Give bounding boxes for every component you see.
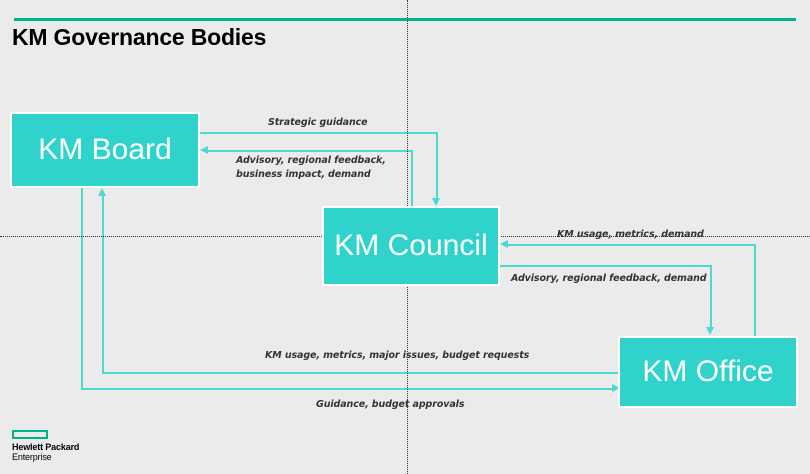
hpe-logo-mark-icon: [12, 430, 48, 439]
edge-label-office-to-board: KM usage, metrics, major issues, budget …: [265, 350, 530, 361]
node-km-office-label: KM Office: [642, 355, 774, 388]
node-km-board[interactable]: KM Board: [10, 112, 200, 188]
edge-council-to-board-arrowhead: [200, 146, 208, 154]
title-rule: [14, 18, 796, 21]
edge-label-council-to-office: Advisory, regional feedback, demand: [511, 273, 707, 284]
node-km-board-label: KM Board: [38, 133, 172, 166]
edge-board-to-office-v: [81, 188, 83, 390]
node-km-council[interactable]: KM Council: [322, 206, 500, 286]
edge-office-to-council-arrowhead: [500, 240, 508, 248]
edge-council-to-office-h: [500, 265, 712, 267]
edge-office-to-council-v: [754, 244, 756, 338]
node-km-council-label: KM Council: [334, 229, 488, 262]
edge-board-to-council-arrowhead: [432, 198, 440, 206]
edge-council-to-office-v: [710, 265, 712, 329]
page-title: KM Governance Bodies: [12, 24, 267, 50]
edge-council-to-office-arrowhead: [706, 327, 714, 335]
node-km-office[interactable]: KM Office: [618, 336, 798, 408]
hpe-logo-line2: Enterprise: [12, 452, 52, 462]
edge-label-office-to-council: KM usage, metrics, demand: [557, 229, 704, 240]
edge-council-to-board-h: [206, 150, 412, 152]
edge-label-council-to-board-line2: business impact, demand: [236, 169, 371, 180]
edge-office-to-board-h: [102, 372, 620, 374]
edge-board-to-council-h: [200, 132, 438, 134]
edge-label-board-to-office: Guidance, budget approvals: [316, 399, 465, 410]
edge-label-strategic-guidance: Strategic guidance: [268, 117, 368, 128]
edge-council-to-board-v: [411, 150, 413, 208]
hpe-logo-line1: Hewlett Packard: [12, 442, 80, 452]
edge-board-to-council-v: [436, 132, 438, 200]
hpe-logo: Hewlett Packard Enterprise: [12, 430, 79, 462]
edge-label-council-to-board-line1: Advisory, regional feedback,: [236, 155, 386, 166]
edge-office-to-board-arrowhead: [98, 188, 106, 196]
edge-board-to-office-arrowhead: [612, 384, 620, 392]
edge-board-to-office-h: [81, 388, 613, 390]
edge-office-to-council-h: [506, 244, 756, 246]
edge-office-to-board-v: [102, 194, 104, 374]
